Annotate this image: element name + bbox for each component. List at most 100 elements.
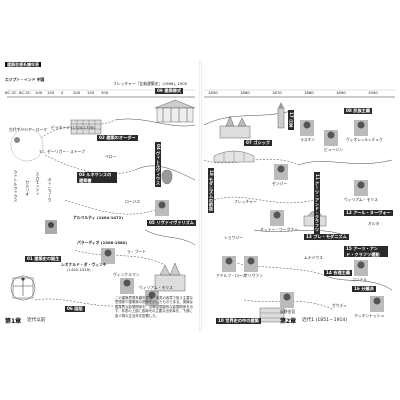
label-palladio: パラーディオ (1508-1580) xyxy=(77,240,128,245)
timeline-tick-2: BC.5C xyxy=(19,90,31,95)
label-wagner: オットー・ワーグナー xyxy=(260,227,298,232)
portrait-conder xyxy=(354,260,368,276)
timeline-tick-1860: 1860 xyxy=(240,90,250,95)
portrait-morris-right xyxy=(354,180,368,196)
portrait-sullivan xyxy=(244,256,258,272)
crystal-palace-illustration xyxy=(213,150,255,163)
label-winckelmann: ヴィンケルマン xyxy=(113,272,140,277)
label-choisy: ショワジー xyxy=(224,235,243,240)
right-page: 1850 1860 1870 1880 1890 1900 08 民族主義 07… xyxy=(204,60,395,332)
colosseum-illustration xyxy=(70,119,102,135)
tower-illustration xyxy=(277,102,285,129)
modern-building-illustration xyxy=(259,307,285,323)
label-loos: アドルフ・ロース xyxy=(216,273,247,278)
region-label: エジプト・インド 中国 xyxy=(5,77,45,82)
portrait-mackintosh xyxy=(370,296,384,312)
tag-10-world-history: 10 世界史の中の建築 xyxy=(216,318,261,324)
timeline-tick-4: 150 xyxy=(47,90,55,95)
label-vignola: ヴィニョーラ xyxy=(47,178,53,202)
urn-illustration xyxy=(161,169,173,185)
portrait-ruskin xyxy=(300,120,314,136)
portrait-pugin xyxy=(324,130,338,146)
tag-07-gothic: 07 ゴシック xyxy=(244,140,273,146)
book-gutter xyxy=(199,60,202,332)
label-viollet: ヴィオレ=ル=デュク xyxy=(346,137,383,142)
tag-13-pre-modernism: 13 プレ・モダニズム xyxy=(304,234,349,240)
timeline-tick-1850: 1850 xyxy=(208,90,218,95)
tag-01-birth-of-history: 01 建築史の誕生 xyxy=(25,256,62,262)
tag-08-nationalism: 08 民族主義 xyxy=(344,108,373,114)
temple-illustration xyxy=(154,99,196,123)
tag-04-vitruvius: 04 ヴィトルヴィウス xyxy=(155,142,161,187)
label-sullivan: サリヴァン xyxy=(244,273,263,278)
label-rome: ローマ xyxy=(105,179,117,184)
label-fletcher: フレッチャー xyxy=(234,199,257,204)
label-serlio: セルリオ xyxy=(25,180,31,196)
explanatory-note: この建築思想系譜年表は、本書の各章で扱う主要な思想家や建築家の関係を示したもので… xyxy=(115,296,193,318)
timeline-tick-1880: 1880 xyxy=(304,90,314,95)
portrait-tatsuno xyxy=(280,292,294,308)
label-perrault: ペロー xyxy=(105,154,117,159)
chapter-2-heading: 第2章 xyxy=(280,318,297,325)
timeline-tick-5: 0 xyxy=(61,90,64,95)
portrait-viollet xyxy=(354,120,368,136)
label-alberti: アルベルティ (1404-1472) xyxy=(73,215,124,220)
label-ancient: 古代ギリシア・ローマ xyxy=(9,127,47,132)
portrait-morris xyxy=(145,290,159,306)
portrait-leonardo xyxy=(45,220,57,234)
timeline-tick-3: 100 xyxy=(35,90,43,95)
timeline-tick-1890: 1890 xyxy=(336,90,346,95)
timeline-tick-1900: 1900 xyxy=(368,90,378,95)
label-mackintosh: マッキントッシュ xyxy=(354,313,385,318)
right-page-connection-lines xyxy=(204,89,395,323)
label-leonardo: レオナルド・ダ・ヴィンチ xyxy=(61,262,107,267)
tag-12-art-nouveau: 12 アール・ヌーヴォー xyxy=(344,210,393,216)
label-ruskin: ラスキン xyxy=(300,137,315,142)
label-pugin: ピュージン xyxy=(324,147,343,152)
label-laputa: ラ・プート xyxy=(127,249,146,254)
label-piranesi: ピラネージ (1720-1778) xyxy=(51,125,95,130)
label-semper: ゼンパー xyxy=(272,181,288,186)
tag-03-renaissance-treatise: 03 ルネサンスの建築書 xyxy=(77,172,117,183)
chapter-2-subtitle: 近代1 (1851－1914) xyxy=(302,318,348,323)
tag-02-orders: 02 建築のオーダー xyxy=(97,135,138,141)
timeline-tick-1870: 1870 xyxy=(272,90,282,95)
portrait-palladio xyxy=(155,200,169,216)
timeline-tick-6: 100 xyxy=(73,90,81,95)
tag-15-arts-crafts-movement: 15 アーツ・アンド・クラフツ運動 xyxy=(344,246,388,257)
chapter-1-heading: 第1章 xyxy=(5,318,22,325)
portrait-wagner xyxy=(270,210,284,226)
tag-09-architectural-style: 09 建築様式 xyxy=(155,88,184,94)
timeline-tick-8: 200 xyxy=(101,90,109,95)
tag-17-japan: 17 日本 xyxy=(288,110,294,130)
timeline-fletcher: フレッチャー『比較建築史』(1896), 1905 xyxy=(113,81,188,86)
cathedral-illustration xyxy=(154,262,186,292)
timeline-tick-7: 150 xyxy=(87,90,95,95)
left-page: 建築思想系譜年表 エジプト・インド 中国 BC.3C BC.5C 100 150… xyxy=(5,60,197,332)
label-muthesius: ムテジウス xyxy=(304,255,323,260)
portrait-semper xyxy=(274,164,288,180)
gothic-building-illustration xyxy=(219,115,251,139)
map-title: 建築思想系譜年表 xyxy=(5,62,41,67)
portrait-winckelmann xyxy=(120,278,134,294)
label-conder: コンドル xyxy=(352,277,368,282)
tag-06-plates: 06 図版 xyxy=(65,306,85,312)
label-horta: オルタ xyxy=(368,221,380,226)
tag-11-arts-and-crafts: 11 アーツ・アンド・クラフツ xyxy=(314,172,320,234)
timeline-tick-1: BC.3C xyxy=(5,90,17,95)
label-tatsuno: 辰野金吾 xyxy=(280,309,296,314)
portrait-alberti xyxy=(101,248,115,264)
label-scamozzi: スカモッツィ xyxy=(35,172,41,196)
label-gaudi: ガウディ xyxy=(332,303,347,308)
label-laugier: ロージエ xyxy=(125,199,141,204)
chapter-1-subtitle: 近代以前 xyxy=(27,318,46,323)
label-morris: ウィリアム・モリス xyxy=(344,197,378,202)
left-page-connection-lines xyxy=(7,89,196,307)
tag-05-revivalism: 05 リヴァイヴァリズム xyxy=(147,220,196,226)
label-vitruvius: ウィトルウィウス xyxy=(13,170,19,202)
tag-18-eve-of-modernism: 18 モダニズムの前夜 xyxy=(208,168,214,213)
portrait-loos xyxy=(222,256,236,272)
label-william-morris: ウィリアム・モリス xyxy=(139,285,173,290)
tag-14-rationalism: 14 合理主義 xyxy=(324,270,353,276)
